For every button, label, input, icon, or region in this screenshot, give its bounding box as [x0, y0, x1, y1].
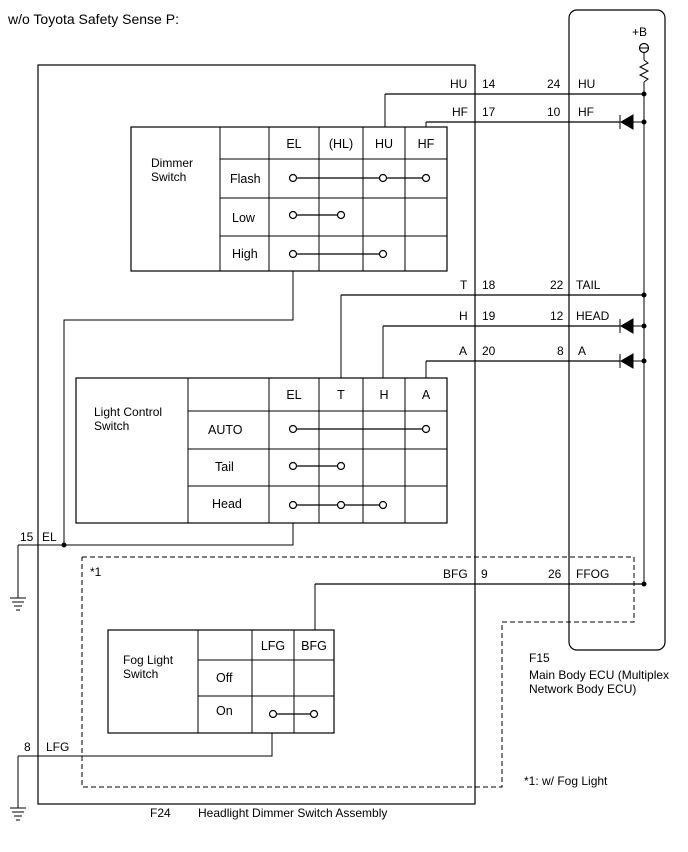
option-marker: *1: [90, 565, 102, 579]
ground-icon-lfg: [10, 756, 26, 821]
asm-pin-number-14: 14: [482, 77, 496, 91]
fog-row-off: Off: [216, 671, 233, 685]
ecu-pin-label-hu: HU: [578, 77, 595, 91]
dimmer-switch: Dimmer Switch EL (HL) HU HF Flash Low Hi…: [130, 126, 448, 272]
asm-pin-label-h: H: [459, 309, 468, 323]
lcs-col-h: H: [379, 388, 388, 402]
dimmer-switch-name-line1: Dimmer: [151, 156, 193, 170]
fog-row-on: On: [216, 704, 233, 718]
diode-hf: [619, 114, 634, 130]
ecu-pin-number-8: 8: [557, 344, 564, 358]
ecu-pin-label-a: A: [578, 344, 586, 358]
dimmer-switch-name-line2: Switch: [151, 170, 186, 184]
fog-col-lfg: LFG: [261, 639, 285, 653]
dimmer-col-hu: HU: [375, 137, 393, 151]
ecu-name-line1: Main Body ECU (Multiplex: [529, 668, 669, 682]
lcs-col-el: EL: [286, 388, 301, 402]
ecu-name-line2: Network Body ECU): [529, 682, 636, 696]
dimmer-row-high: High: [232, 247, 258, 261]
asm-pin-number-17: 17: [482, 105, 496, 119]
lcs-col-t: T: [337, 388, 345, 402]
asm-pin-number-18: 18: [482, 278, 496, 292]
light-control-name-line1: Light Control: [94, 405, 162, 419]
dimmer-col-el: EL: [286, 137, 301, 151]
wire-fog-lfg: [18, 733, 273, 757]
dimmer-col-hl: (HL): [329, 137, 353, 151]
asm-pin-label-a: A: [459, 344, 467, 358]
asm-pin-number-9: 9: [481, 567, 488, 581]
lcs-row-tail: Tail: [215, 460, 234, 474]
lcs-row-auto: AUTO: [208, 423, 243, 437]
diode-head: [619, 318, 634, 334]
dimmer-row-low: Low: [232, 211, 256, 225]
ground-pin-number-8: 8: [24, 740, 31, 754]
assembly-code: F24: [150, 806, 171, 820]
light-control-name-line2: Switch: [94, 419, 129, 433]
light-control-switch: Light Control Switch EL T H A AUTO Tail …: [75, 377, 448, 524]
ground-pin-label-el: EL: [42, 530, 57, 544]
ground-pin-label-lfg: LFG: [46, 740, 69, 754]
asm-pin-label-hf: HF: [452, 105, 468, 119]
dimmer-col-hf: HF: [418, 137, 435, 151]
ground-icon-el: [10, 545, 26, 611]
fog-col-bfg: BFG: [301, 639, 327, 653]
diagram-title: w/o Toyota Safety Sense P:: [7, 11, 179, 27]
fog-switch-name-line1: Fog Light: [123, 653, 174, 667]
fog-option-region: [81, 556, 635, 788]
ecu-code: F15: [529, 651, 550, 665]
diode-a: [619, 353, 634, 369]
asm-pin-number-19: 19: [482, 309, 496, 323]
ground-pin-number-15: 15: [20, 530, 34, 544]
asm-pin-number-20: 20: [482, 344, 496, 358]
ecu-pin-label-tail: TAIL: [576, 278, 601, 292]
wire-dimmer-el: [63, 271, 294, 545]
ecu-pin-label-hf: HF: [578, 105, 594, 119]
ecu-pin-number-10: 10: [547, 105, 561, 119]
pull-up-resistor: [638, 59, 650, 83]
assembly-box: [37, 64, 476, 805]
fog-light-switch: Fog Light Switch LFG BFG Off On: [107, 629, 335, 734]
lcs-row-head: Head: [212, 497, 242, 511]
dimmer-row-flash: Flash: [230, 172, 261, 186]
ecu-pin-label-ffog: FFOG: [576, 567, 609, 581]
assembly-name: Headlight Dimmer Switch Assembly: [198, 806, 387, 820]
asm-pin-label-t: T: [460, 278, 468, 292]
plus-b-label: +B: [632, 25, 647, 39]
asm-pin-label-bfg: BFG: [443, 567, 468, 581]
wire-lcs-el: [18, 523, 294, 546]
ecu-box: [568, 9, 666, 651]
lcs-col-a: A: [422, 388, 431, 402]
ecu-pin-number-12: 12: [550, 309, 564, 323]
ecu-pin-number-22: 22: [550, 278, 564, 292]
fog-switch-name-line2: Switch: [123, 667, 158, 681]
ecu-pin-number-26: 26: [548, 567, 562, 581]
ecu-pin-label-head: HEAD: [576, 309, 610, 323]
plus-b-supply: +B: [632, 25, 650, 94]
asm-pin-label-hu: HU: [450, 77, 467, 91]
footnote: *1: w/ Fog Light: [524, 774, 608, 788]
ecu-pin-number-24: 24: [547, 77, 561, 91]
